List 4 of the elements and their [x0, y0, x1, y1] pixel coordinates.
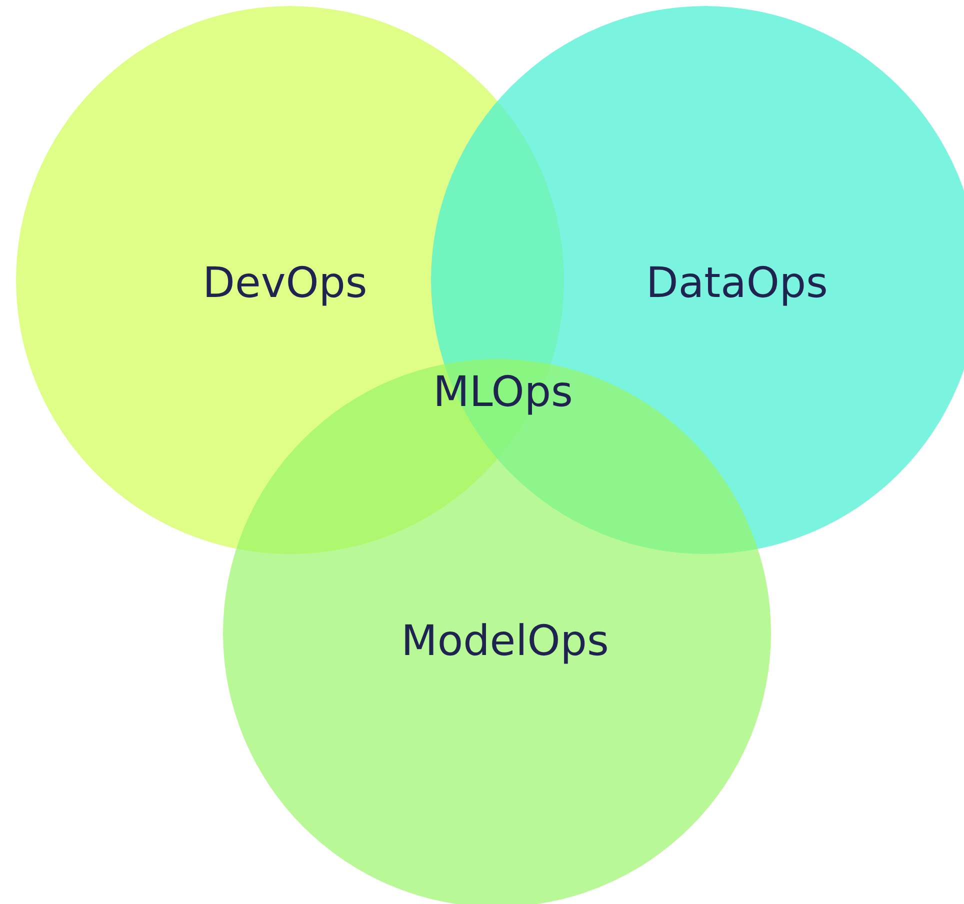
circle-label: DataOps — [646, 262, 828, 304]
overlap-label: MLOps — [433, 371, 573, 413]
circle-label: ModelOps — [401, 620, 609, 662]
circle-label: DevOps — [202, 262, 368, 304]
